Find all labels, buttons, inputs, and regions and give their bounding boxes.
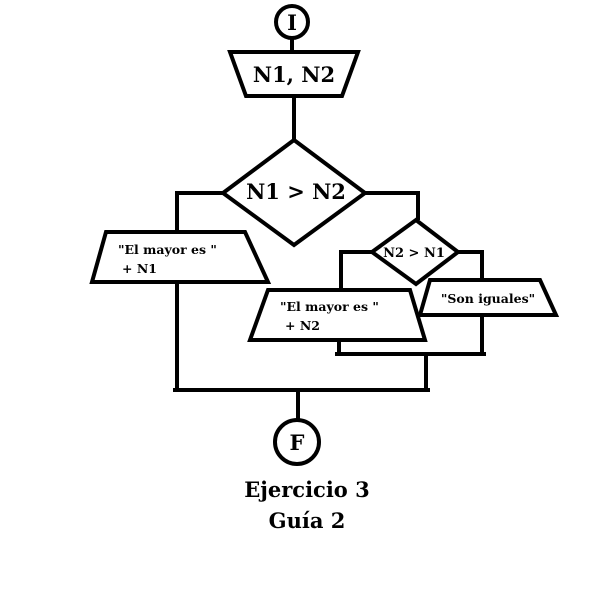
decision-1-label: N1 > N2 [246,179,346,204]
decision-1-diamond [219,137,369,248]
output-middle-line-1: "El mayor es " [280,299,379,314]
decision-2-diamond [368,217,462,287]
connector-decision-1-left-branch [175,191,227,234]
end-terminator [273,418,321,466]
output-middle-shape [247,288,428,342]
connector-decision-1-right-branch [363,191,420,220]
connector-decision-2-left-branch [339,250,374,292]
output-left-line-2: + N1 [122,261,157,276]
output-middle-line-2: + N2 [285,318,320,333]
input-shape [227,50,361,98]
caption-line-2: Guía 2 [268,508,346,533]
output-left-shape [89,230,272,284]
input-label: N1, N2 [253,62,335,87]
start-label: I [287,10,297,35]
caption-line-1: Ejercicio 3 [244,477,370,502]
output-right-label: "Son iguales" [441,291,535,306]
end-label: F [290,430,305,455]
decision-2-label: N2 > N1 [383,246,445,261]
start-terminator [274,4,310,40]
output-right-shape [417,278,560,317]
output-left-line-1: "El mayor es " [118,242,217,257]
connector-decision-2-right-branch [456,250,484,282]
